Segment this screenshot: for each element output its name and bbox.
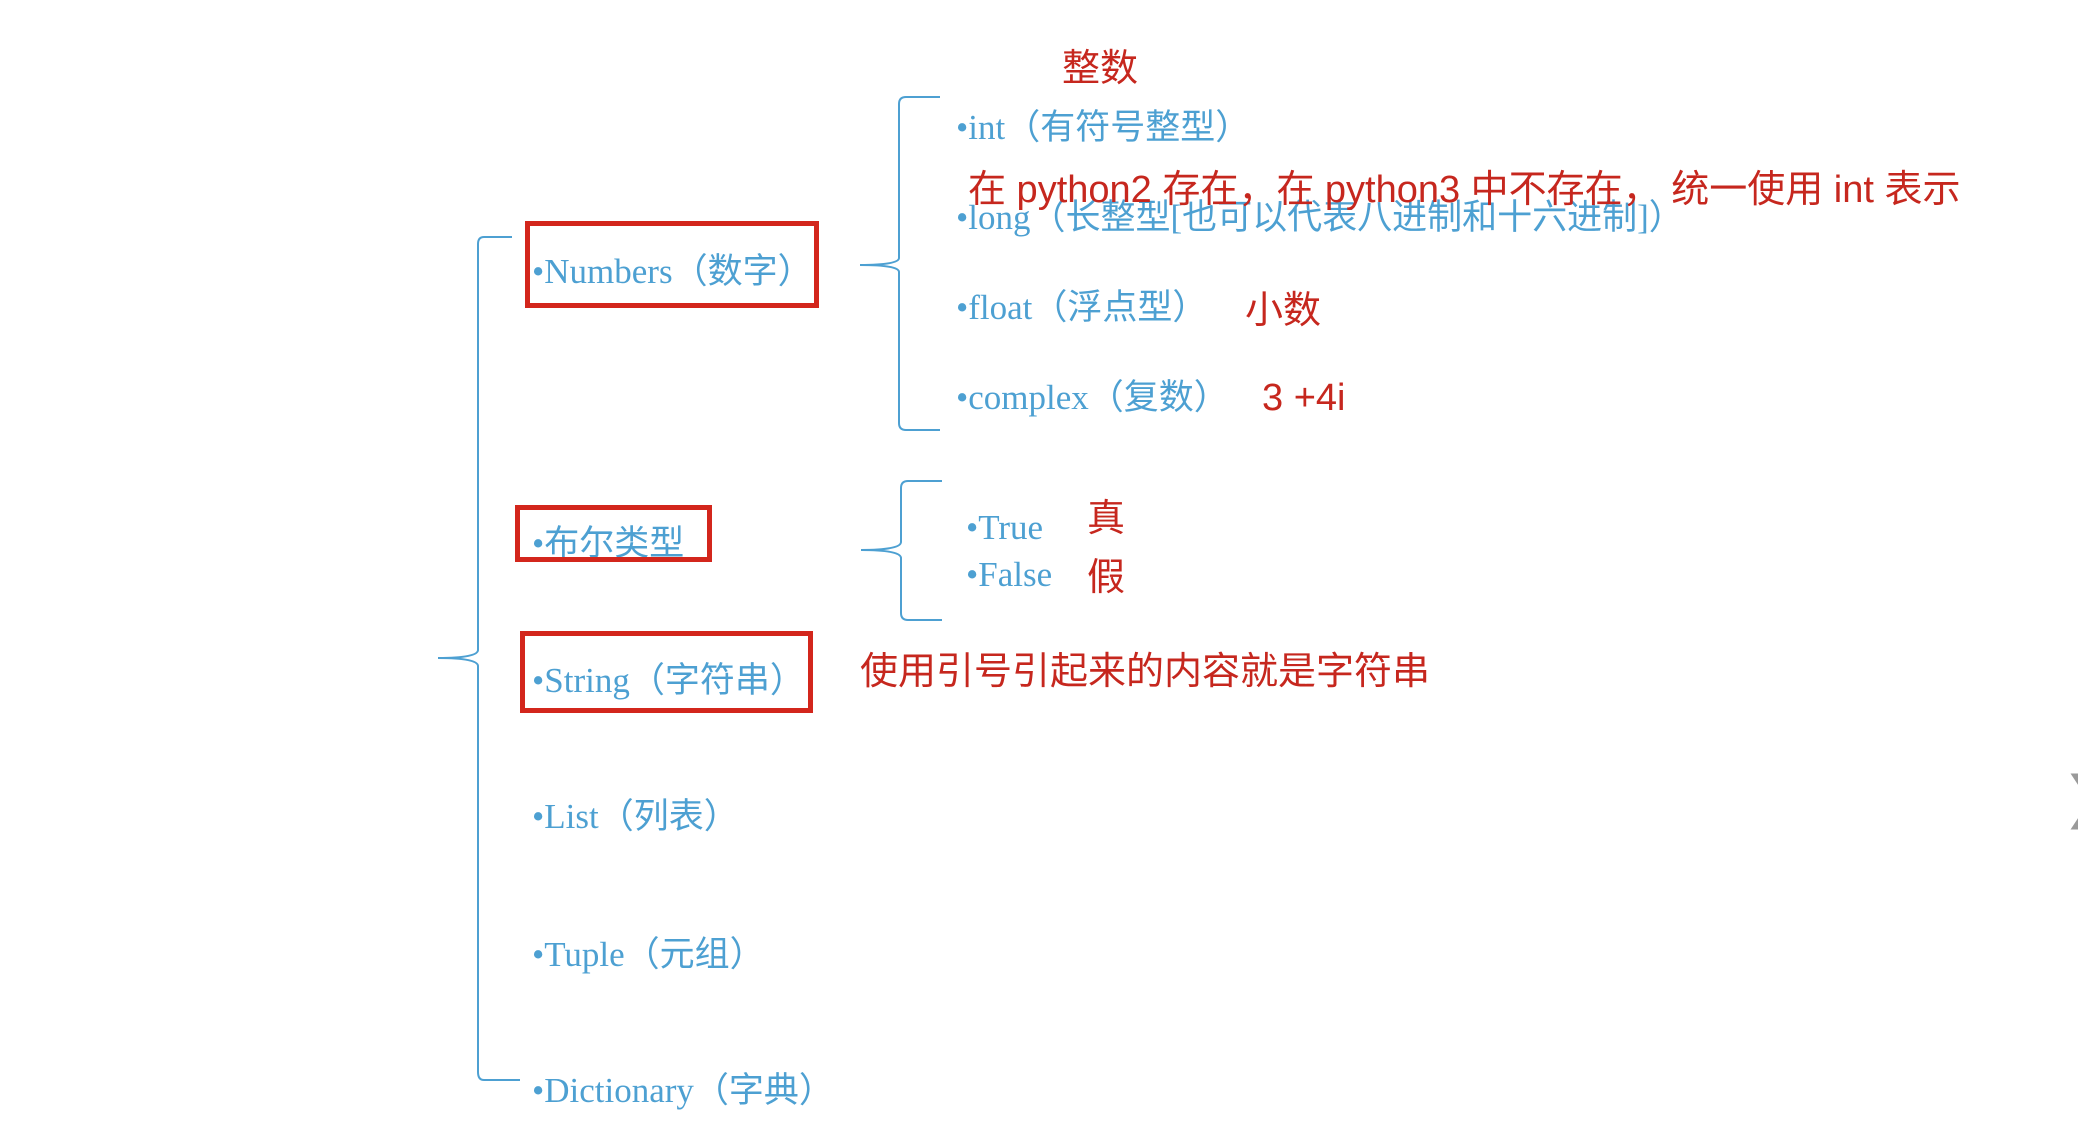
category-boolean: •布尔类型 bbox=[532, 524, 685, 563]
annotation-false: 假 bbox=[1087, 557, 1126, 599]
number-type-complex: •complex（复数） bbox=[956, 378, 1229, 417]
category-tuple: •Tuple（元组） bbox=[532, 935, 765, 974]
boolean-false: •False bbox=[966, 555, 1053, 594]
number-type-int: •int（有符号整型） bbox=[956, 108, 1251, 147]
highlight-box-string bbox=[520, 631, 813, 713]
highlight-box-boolean bbox=[515, 505, 712, 562]
annotation-true: 真 bbox=[1087, 498, 1126, 540]
main-bracket bbox=[437, 236, 520, 1081]
category-string: •String（字符串） bbox=[532, 661, 805, 700]
number-type-float: •float（浮点型） bbox=[956, 288, 1208, 327]
boolean-bracket bbox=[860, 480, 942, 621]
boolean-true: •True bbox=[966, 508, 1044, 547]
annotation-complex: 3 +4i bbox=[1262, 377, 1346, 419]
highlight-box-numbers bbox=[525, 221, 819, 308]
annotation-int: 整数 bbox=[1062, 48, 1139, 90]
annotation-float: 小数 bbox=[1245, 290, 1322, 332]
annotation-long: 在 python2 存在，在 python3 中不存在， 统一使用 int 表示 bbox=[968, 169, 1961, 211]
number-type-long: •long（长整型[也可以代表八进制和十六进制]） bbox=[956, 198, 1684, 237]
category-list: •List（列表） bbox=[532, 797, 739, 836]
category-dictionary: •Dictionary（字典） bbox=[532, 1071, 834, 1110]
category-numbers: •Numbers（数字） bbox=[532, 252, 813, 291]
chevron-right-icon[interactable]: ❯ bbox=[2062, 770, 2078, 826]
numbers-bracket bbox=[859, 96, 940, 431]
annotation-string: 使用引号引起来的内容就是字符串 bbox=[860, 651, 1431, 693]
